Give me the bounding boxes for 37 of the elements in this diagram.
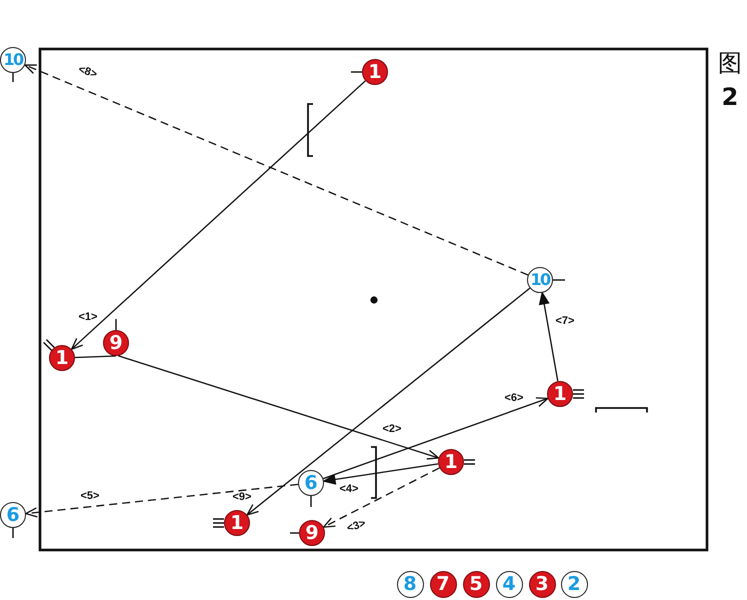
numbered-circle: 9 xyxy=(299,520,325,546)
numbered-circle: 9 xyxy=(103,330,129,356)
edge-label: <5> xyxy=(80,490,100,502)
numbered-circle: 3 xyxy=(528,570,556,598)
arrow xyxy=(539,292,558,382)
edge-label: <1> xyxy=(78,312,98,322)
arrow xyxy=(246,288,530,516)
numbered-circle: 6 xyxy=(0,502,26,528)
numbered-circle: 2 xyxy=(560,570,588,598)
dashed-arrow xyxy=(24,64,528,276)
numbered-circle: 1 xyxy=(362,59,388,85)
numbered-circle: 7 xyxy=(430,570,456,598)
numbered-circle: 1 xyxy=(49,345,75,371)
edge-label: <9> xyxy=(232,492,252,502)
numbered-circle: 10 xyxy=(527,267,553,293)
edge-label: <7> xyxy=(556,316,574,326)
figure-title: 图 2 xyxy=(717,48,743,113)
numbered-circle: 1 xyxy=(224,510,250,536)
numbered-circle: 5 xyxy=(462,570,490,598)
arrow xyxy=(118,355,440,460)
line xyxy=(74,355,116,358)
edge-label: <8> xyxy=(76,64,98,80)
arrow xyxy=(322,397,548,480)
edge-label: <6> xyxy=(504,392,524,404)
edge-label: <2> xyxy=(382,424,402,434)
numbered-circle: 1 xyxy=(547,381,573,407)
numbered-circle: 10 xyxy=(0,47,26,73)
numbered-circle: 4 xyxy=(496,570,522,598)
edge-label: <4> xyxy=(340,484,358,494)
numbered-circle: 1 xyxy=(438,449,464,475)
arrow xyxy=(323,463,438,485)
arrow xyxy=(70,80,366,350)
dashed-arrow xyxy=(25,484,298,518)
edge-label: <3> xyxy=(345,518,367,534)
numbered-circle: 6 xyxy=(298,470,324,496)
dashed-arrow xyxy=(322,467,440,528)
numbered-circle: 8 xyxy=(396,570,424,598)
